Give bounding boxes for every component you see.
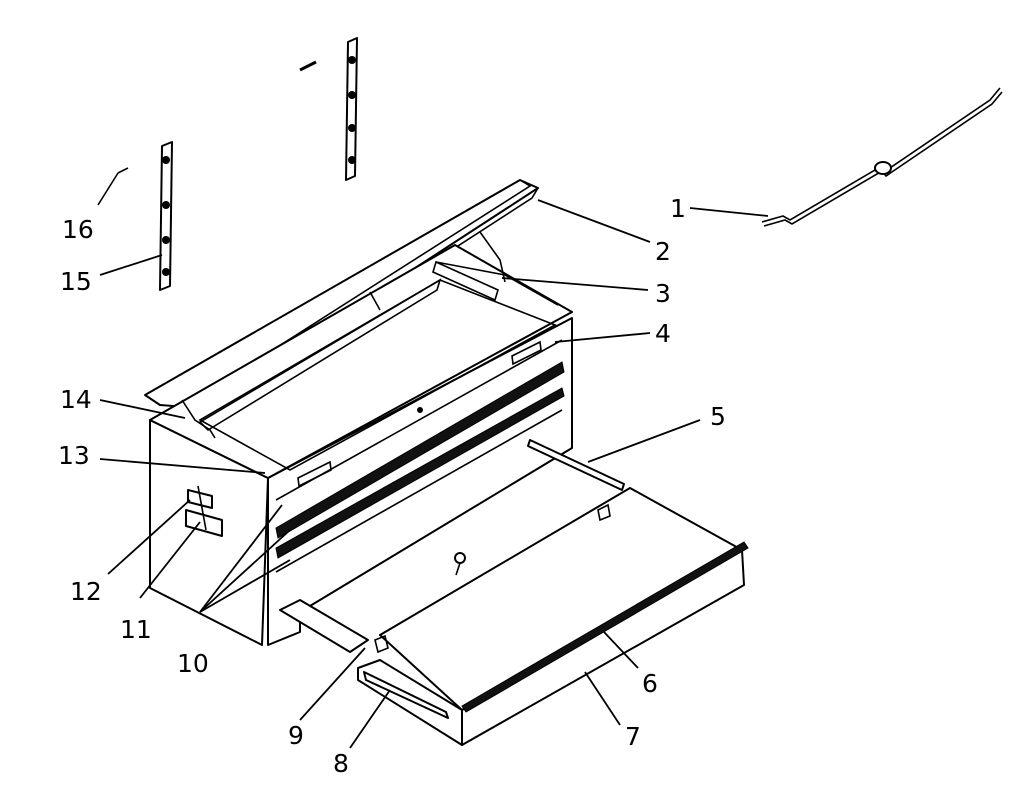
callout-15: 15: [60, 267, 92, 296]
callout-3: 3: [655, 279, 671, 308]
callout-10: 10: [177, 649, 209, 678]
part-side-strip-left: [159, 141, 173, 291]
callout-13: 13: [58, 441, 90, 470]
callout-8: 8: [333, 749, 349, 778]
part-pins: [97, 60, 317, 206]
callout-2: 2: [655, 237, 671, 266]
part-lid-rod: [761, 87, 1003, 227]
callout-labels: 1 2 3 4 5 6 7 8 9 10 11 12 13 14 15 16: [58, 194, 726, 778]
callout-11: 11: [120, 615, 152, 644]
callout-1: 1: [670, 194, 686, 223]
leader-lines: [99, 199, 769, 749]
callout-9: 9: [288, 721, 304, 750]
callout-4: 4: [655, 319, 671, 348]
callout-16: 16: [62, 215, 94, 244]
callout-5: 5: [710, 402, 726, 431]
callout-12: 12: [70, 577, 102, 606]
part-drawer-open: [279, 439, 749, 746]
part-handle: [185, 485, 223, 537]
part-side-strip-right: [345, 37, 358, 181]
callout-7: 7: [625, 722, 641, 751]
callout-14: 14: [60, 385, 92, 414]
chest-body: [149, 231, 573, 646]
callout-6: 6: [642, 669, 658, 698]
